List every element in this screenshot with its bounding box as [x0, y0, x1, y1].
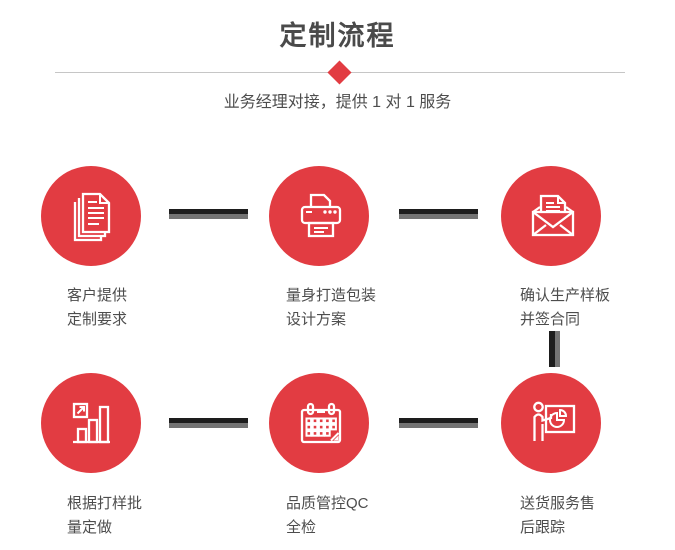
- step-circle-envelope: [501, 166, 601, 266]
- step-label-line: 量身打造包装: [286, 287, 377, 304]
- presentation-icon: [533, 401, 576, 441]
- subtitle: 业务经理对接，提供 1 对 1 服务: [223, 94, 452, 111]
- step-circle-printer: [269, 166, 369, 266]
- step-label-line: 并签合同: [520, 311, 581, 328]
- step-label-5: 品质管控QC 全检: [286, 492, 369, 540]
- step-label-line: 客户提供: [67, 287, 128, 304]
- connector-step4-step5: [169, 418, 248, 428]
- step-label-line: 量定做: [67, 519, 113, 536]
- step-circle-presentation: [501, 373, 601, 473]
- step-label-line: 根据打样批: [67, 495, 143, 512]
- step-circle-bar-chart: [41, 373, 141, 473]
- connector-step2-step3: [399, 209, 478, 219]
- envelope-icon: [531, 194, 575, 237]
- documents-icon: [73, 192, 111, 242]
- connector-step3-step6: [549, 331, 560, 367]
- connector-step1-step2: [169, 209, 248, 219]
- bar-chart-icon: [72, 402, 110, 444]
- step-circle-calendar: [269, 373, 369, 473]
- page-title: 定制流程: [279, 21, 396, 51]
- step-label-6: 送货服务售 后跟踪: [520, 492, 595, 540]
- step-label-line: 全检: [286, 519, 317, 536]
- step-label-3: 确认生产样板 并签合同: [520, 284, 610, 332]
- step-label-line: 后跟踪: [520, 519, 566, 536]
- step-label-line: 确认生产样板: [520, 287, 611, 304]
- step-label-line: 设计方案: [286, 311, 347, 328]
- step-circle-documents: [41, 166, 141, 266]
- printer-icon: [300, 193, 342, 238]
- connector-step5-step6: [399, 418, 478, 428]
- step-label-line: 品质管控QC: [286, 495, 369, 512]
- step-label-2: 量身打造包装 设计方案: [286, 284, 376, 332]
- step-label-1: 客户提供 定制要求: [67, 284, 127, 332]
- step-label-line: 定制要求: [67, 311, 128, 328]
- diamond-accent-icon: [327, 60, 352, 85]
- calendar-icon: [300, 402, 342, 444]
- step-label-line: 送货服务售: [520, 495, 596, 512]
- step-label-4: 根据打样批 量定做: [67, 492, 142, 540]
